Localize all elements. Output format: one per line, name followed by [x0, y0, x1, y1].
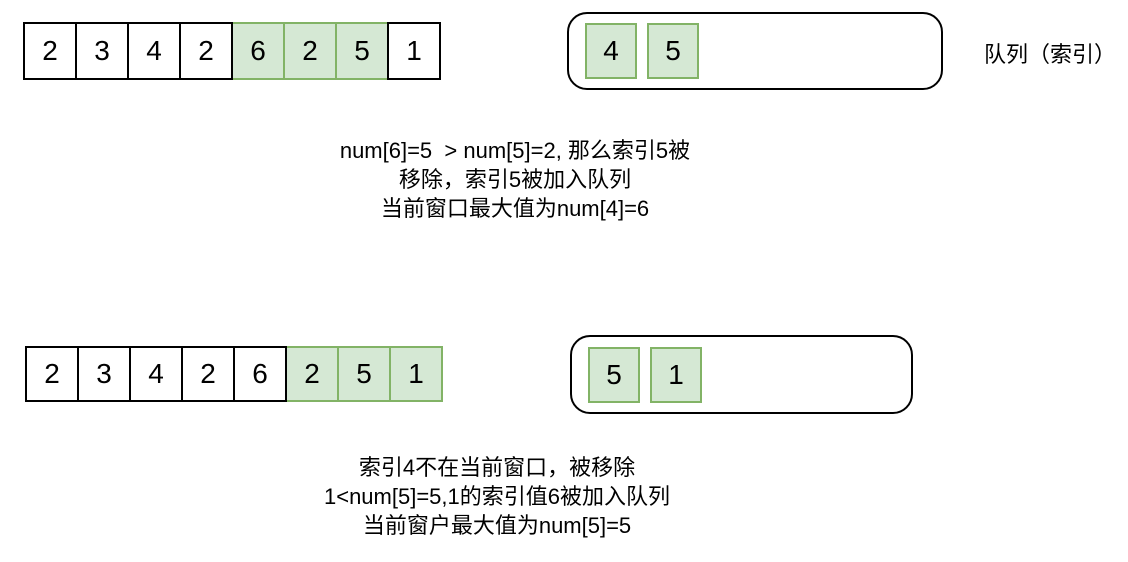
array-cell: 6 [231, 22, 285, 80]
array-cell: 3 [77, 346, 131, 402]
array-cell: 4 [127, 22, 181, 80]
caption-line: 当前窗口最大值为num[4]=6 [380, 196, 650, 221]
array-cell: 2 [285, 346, 339, 402]
array-cell: 3 [75, 22, 129, 80]
queue-cell: 5 [647, 23, 699, 79]
queue-cell: 5 [588, 346, 640, 403]
caption-line: 当前窗户最大值为num[5]=5 [362, 513, 632, 538]
caption-line: 移除，索引5被加入队列 [398, 167, 632, 192]
array-cell: 2 [181, 346, 235, 402]
array-cell: 5 [337, 346, 391, 402]
array-cell: 6 [233, 346, 287, 402]
array-cell: 2 [283, 22, 337, 80]
caption-step1: num[6]=5 > num[5]=2, 那么索引5被移除，索引5被加入队列当前… [215, 136, 815, 223]
queue-label: 队列（索引） [984, 42, 1117, 67]
queue-cell: 1 [650, 346, 702, 403]
array-cell: 1 [389, 346, 443, 402]
caption-line: num[6]=5 > num[5]=2, 那么索引5被 [339, 138, 691, 163]
queue-cell: 4 [585, 23, 637, 79]
caption-line: 索引4不在当前窗口，被移除 [358, 455, 636, 480]
caption-step2: 索引4不在当前窗口，被移除 1<num[5]=5,1的索引值6被加入队列当前窗户最… [197, 453, 797, 540]
array-cell: 1 [387, 22, 441, 80]
array-cell: 5 [335, 22, 389, 80]
array-cell: 2 [25, 346, 79, 402]
array-cell: 2 [23, 22, 77, 80]
array-cell: 4 [129, 346, 183, 402]
array-cell: 2 [179, 22, 233, 80]
caption-line: 1<num[5]=5,1的索引值6被加入队列 [323, 484, 670, 509]
